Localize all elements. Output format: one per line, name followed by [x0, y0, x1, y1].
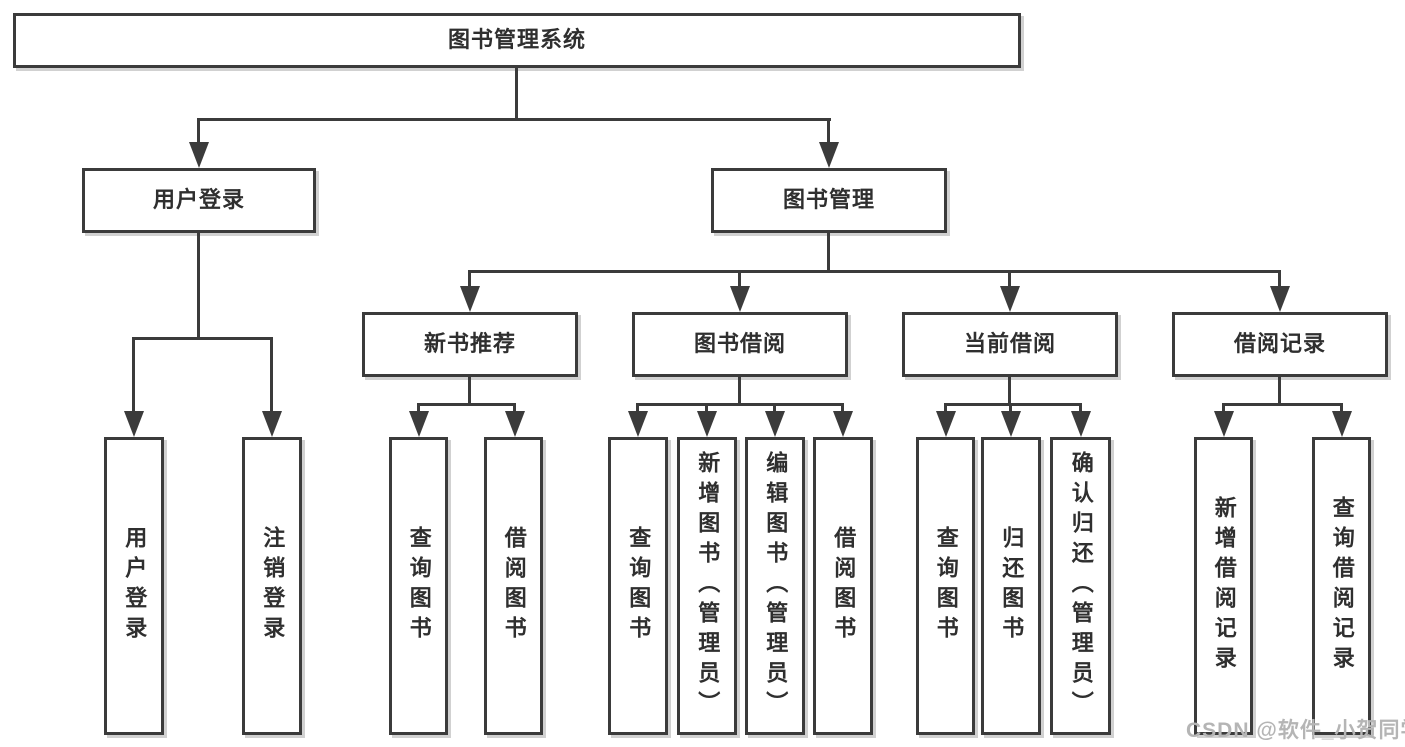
arrowhead-to-add-borrow-record [1214, 411, 1234, 437]
leaf-rec-borrow-book-label: 借阅图书 [501, 526, 527, 646]
arrowhead-to-rec-borrow-book [505, 411, 525, 437]
connector-login-hline [132, 337, 273, 340]
arrowhead-to-new-book-recommend [460, 286, 480, 312]
leaf-user-login: 用户登录 [104, 437, 164, 735]
node-user-login: 用户登录 [82, 168, 316, 233]
leaf-logout: 注销登录 [242, 437, 302, 735]
node-new-book-recommend-label: 新书推荐 [423, 331, 516, 357]
arrowhead-to-borrow-record [1270, 286, 1290, 312]
connector-bb-stem-2 [705, 403, 708, 415]
connector-bb-stem-4 [841, 403, 844, 415]
node-borrow-record: 借阅记录 [1172, 312, 1388, 377]
node-borrow-record-label: 借阅记录 [1233, 331, 1326, 357]
arrowhead-to-query-borrow-record [1332, 411, 1352, 437]
connector-cur-vline [1008, 377, 1011, 406]
connector-cur-stem-3 [1079, 403, 1082, 415]
node-book-management-label: 图书管理 [782, 187, 875, 213]
node-book-borrow: 图书借阅 [632, 312, 848, 377]
leaf-cur-confirm-return-admin: 确认归还（管理员） [1050, 437, 1111, 735]
leaf-bb-add-book-admin-label: 新增图书（管理员） [695, 451, 721, 721]
connector-mgmt-hline [468, 270, 1281, 273]
connector-cur-stem-2 [1009, 403, 1012, 415]
leaf-add-borrow-record-label: 新增借阅记录 [1211, 496, 1237, 676]
arrowhead-to-leaf-logout [262, 411, 282, 437]
connector-login-vline [197, 233, 200, 340]
leaf-bb-edit-book-admin-label: 编辑图书（管理员） [763, 451, 789, 721]
connector-rcd-hline [1222, 403, 1343, 406]
connector-cur-stem-1 [944, 403, 947, 415]
node-book-borrow-label: 图书借阅 [693, 331, 786, 357]
leaf-cur-query-book: 查询图书 [916, 437, 975, 735]
leaf-user-login-label: 用户登录 [122, 526, 148, 646]
leaf-query-borrow-record-label: 查询借阅记录 [1329, 496, 1355, 676]
connector-mgmt-stem-4 [1278, 270, 1281, 290]
connector-rcd-vline [1278, 377, 1281, 406]
node-current-borrow-label: 当前借阅 [963, 331, 1056, 357]
connector-bb-hline [636, 403, 844, 406]
node-root-system: 图书管理系统 [13, 13, 1021, 68]
connector-cur-hline [944, 403, 1082, 406]
connector-root-hline [197, 118, 831, 121]
leaf-bb-borrow-book-label: 借阅图书 [831, 526, 857, 646]
connector-mgmt-stem-1 [468, 270, 471, 290]
leaf-cur-query-book-label: 查询图书 [933, 526, 959, 646]
connector-rec-stem-2 [513, 403, 516, 415]
leaf-bb-query-book: 查询图书 [608, 437, 668, 735]
connector-rec-hline [417, 403, 516, 406]
leaf-bb-edit-book-admin: 编辑图书（管理员） [745, 437, 805, 735]
arrowhead-to-cur-confirm-return [1071, 411, 1091, 437]
connector-mgmt-stem-2 [738, 270, 741, 290]
leaf-rec-query-book: 查询图书 [389, 437, 448, 735]
arrowhead-to-book-management [819, 142, 839, 168]
arrowhead-to-cur-query-book [936, 411, 956, 437]
leaf-cur-confirm-return-admin-label: 确认归还（管理员） [1068, 451, 1094, 721]
leaf-cur-return-book-label: 归还图书 [999, 526, 1025, 646]
leaf-bb-borrow-book: 借阅图书 [813, 437, 873, 735]
connector-mgmt-stem-3 [1008, 270, 1011, 290]
connector-rec-stem-1 [417, 403, 420, 415]
leaf-logout-label: 注销登录 [260, 526, 286, 646]
leaf-bb-add-book-admin: 新增图书（管理员） [677, 437, 737, 735]
node-new-book-recommend: 新书推荐 [362, 312, 578, 377]
node-book-management: 图书管理 [711, 168, 947, 233]
leaf-query-borrow-record: 查询借阅记录 [1312, 437, 1371, 735]
connector-rec-vline [468, 377, 471, 406]
connector-login-stem-2 [270, 337, 273, 415]
connector-login-stem-1 [132, 337, 135, 415]
arrowhead-to-bb-query-book [628, 411, 648, 437]
arrowhead-to-bb-add-book [697, 411, 717, 437]
arrowhead-to-bb-borrow-book [833, 411, 853, 437]
arrowhead-to-leaf-user-login [124, 411, 144, 437]
arrowhead-to-user-login [189, 142, 209, 168]
connector-rcd-stem-1 [1222, 403, 1225, 415]
connector-mgmt-vline [827, 233, 830, 273]
leaf-bb-query-book-label: 查询图书 [626, 526, 652, 646]
csdn-watermark: CSDN @软件_小贺同学 [1186, 719, 1405, 742]
connector-root-stem-left [197, 118, 200, 146]
node-root-system-label: 图书管理系统 [447, 27, 586, 53]
arrowhead-to-current-borrow [1000, 286, 1020, 312]
node-user-login-label: 用户登录 [152, 187, 245, 213]
connector-bb-stem-3 [773, 403, 776, 415]
leaf-add-borrow-record: 新增借阅记录 [1194, 437, 1253, 735]
connector-root-stem-right [827, 118, 830, 146]
connector-root-vline [515, 68, 518, 121]
connector-rcd-stem-2 [1340, 403, 1343, 415]
leaf-cur-return-book: 归还图书 [981, 437, 1041, 735]
connector-bb-stem-1 [636, 403, 639, 415]
arrowhead-to-rec-query-book [409, 411, 429, 437]
leaf-rec-query-book-label: 查询图书 [406, 526, 432, 646]
arrowhead-to-book-borrow [730, 286, 750, 312]
connector-bb-vline [738, 377, 741, 406]
node-current-borrow: 当前借阅 [902, 312, 1118, 377]
arrowhead-to-bb-edit-book [765, 411, 785, 437]
arrowhead-to-cur-return-book [1001, 411, 1021, 437]
leaf-rec-borrow-book: 借阅图书 [484, 437, 543, 735]
